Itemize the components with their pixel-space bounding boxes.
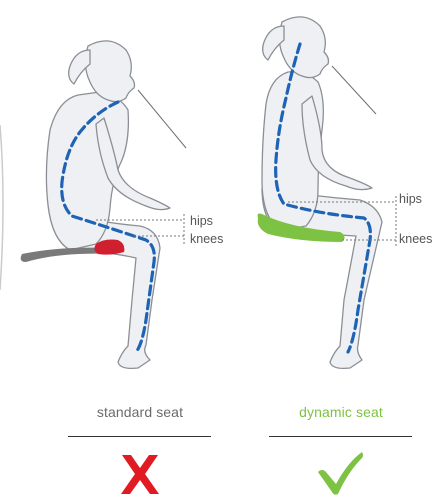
upright-figure xyxy=(262,17,382,369)
right-panel xyxy=(258,17,397,369)
standard-seat-caption: standard seat xyxy=(65,404,215,420)
left-edge-decor xyxy=(0,125,3,290)
left-divider xyxy=(68,436,211,437)
dynamic-seat-caption: dynamic seat xyxy=(266,404,416,420)
right-view-line xyxy=(332,66,376,114)
check-icon xyxy=(318,452,363,495)
left-hips-label: hips xyxy=(190,214,213,228)
left-view-line xyxy=(138,90,186,148)
right-divider xyxy=(269,436,412,437)
left-figure-ponytail xyxy=(69,50,90,84)
left-knees-label: knees xyxy=(190,232,223,246)
right-figure-ponytail xyxy=(263,26,284,60)
right-figure-head xyxy=(279,17,328,78)
left-panel xyxy=(0,41,186,369)
right-knees-label: knees xyxy=(399,232,432,246)
cross-icon xyxy=(121,455,159,494)
right-hips-label: hips xyxy=(399,192,422,206)
